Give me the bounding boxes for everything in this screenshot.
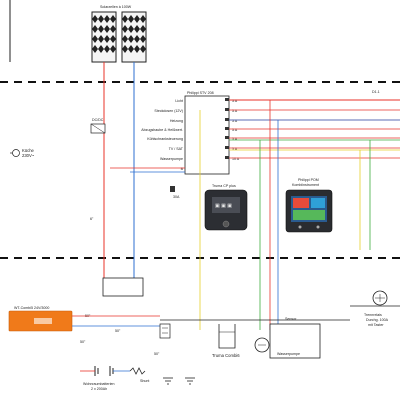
truma-combi-icon bbox=[218, 324, 236, 349]
ground-icon bbox=[163, 377, 173, 385]
row-label: Heizung bbox=[170, 119, 183, 123]
fuse-30a-label: 30A bbox=[173, 195, 180, 199]
row-label: Steckdosen (12V) bbox=[154, 109, 183, 113]
row-fuse: 10 A bbox=[232, 157, 240, 161]
fuse-30a bbox=[170, 186, 175, 192]
row-label: Licht bbox=[175, 99, 183, 103]
distribution-box bbox=[184, 95, 230, 175]
sensor-label: Sensor bbox=[285, 317, 297, 321]
inverter-label: WT-Combi5 24V/3000 bbox=[14, 306, 49, 310]
pom-panel bbox=[285, 189, 333, 233]
distribution-row: TV / SAT 5 A bbox=[169, 147, 400, 151]
row-fuse: 5 A bbox=[232, 128, 238, 132]
row-fuse: 5 A bbox=[232, 137, 238, 141]
shunt-label: Shunt bbox=[140, 379, 149, 383]
inverter-box bbox=[8, 310, 73, 332]
distribution-row: Kühlschranksteuerung 5 A bbox=[147, 137, 400, 141]
svg-text:▣ ▣ ▣: ▣ ▣ ▣ bbox=[215, 203, 232, 209]
row-fuse: 3 A bbox=[232, 99, 238, 103]
water-pump-label: Wasserpumpe bbox=[277, 352, 300, 356]
annotation-4: 50" bbox=[80, 340, 86, 344]
solar-label: Solarzellen à 100W bbox=[100, 5, 132, 9]
distribution-title: Philippi STV 208 bbox=[187, 91, 214, 95]
fuse-markers bbox=[225, 98, 229, 159]
battery-icons bbox=[80, 366, 130, 376]
distribution-row: Steckdosen (12V) 5 A bbox=[154, 109, 400, 113]
ground-icon-2 bbox=[185, 377, 195, 385]
kitchen-voltage: 230V~ bbox=[22, 153, 35, 158]
annotation-1: 6" bbox=[90, 217, 94, 221]
truma-cp-panel: ▣ ▣ ▣ bbox=[204, 189, 248, 231]
row-label: B bbox=[181, 167, 184, 171]
row-fuse: 5 A bbox=[232, 119, 238, 123]
dcdc-label: DC/DC bbox=[92, 118, 104, 122]
switch-label-2: Durchg. 100A bbox=[366, 318, 389, 322]
annotation-3: 50" bbox=[115, 329, 121, 333]
switch-label-3: mit Taster bbox=[368, 323, 384, 327]
distribution-row: Licht 3 A bbox=[175, 99, 400, 103]
kitchen-label: Küche bbox=[22, 148, 35, 153]
busbar bbox=[159, 323, 171, 339]
annotation-5: 50" bbox=[154, 352, 160, 356]
pom-label-1: Philippi POM bbox=[298, 178, 319, 182]
mppt-box bbox=[102, 277, 144, 297]
truma-combi-label: Truma Combi6 bbox=[212, 353, 240, 358]
battery-label-1: Wohnraumbatterien bbox=[83, 382, 115, 386]
water-pump-icon bbox=[254, 337, 270, 353]
disconnect-switch-icon bbox=[372, 290, 388, 306]
row-fuse: 5 A bbox=[232, 109, 238, 113]
water-tank bbox=[269, 323, 321, 359]
truma-cp-label: Truma CP plus bbox=[212, 184, 236, 188]
row-label: Wasserpumpe bbox=[160, 157, 183, 161]
battery-label-2: 2 x 200Ah bbox=[91, 387, 107, 391]
top-right-label: D1.1 bbox=[372, 90, 380, 94]
distribution-row: Wasserpumpe 10 A bbox=[160, 157, 400, 161]
distribution-row: Abzugshaube & Heißwert. 5 A bbox=[141, 128, 400, 132]
row-fuse: 5 A bbox=[232, 147, 238, 151]
distribution-row: B bbox=[181, 167, 184, 171]
solar-panel-1 bbox=[91, 11, 117, 63]
solar-panel-2 bbox=[121, 11, 147, 63]
dcdc-module bbox=[90, 123, 106, 134]
shunt-icon bbox=[129, 367, 146, 375]
kitchen-outlet bbox=[10, 149, 20, 157]
pom-label-2: Kombiinstrument bbox=[292, 183, 319, 187]
row-label: Abzugshaube & Heißwert. bbox=[141, 128, 183, 132]
row-label: Kühlschranksteuerung bbox=[147, 137, 183, 141]
row-label: TV / SAT bbox=[169, 147, 184, 151]
switch-label-1: Trennrelais bbox=[364, 313, 382, 317]
